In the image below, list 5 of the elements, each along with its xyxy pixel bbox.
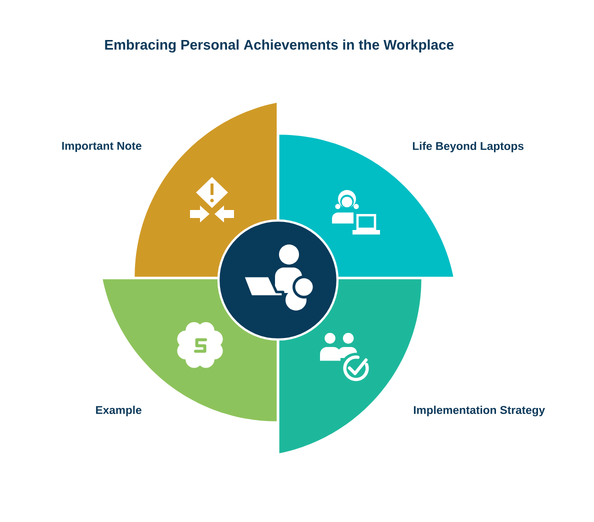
- sector-heading: Example: [96, 406, 142, 416]
- sector-heading: Life Beyond Laptops: [412, 142, 524, 152]
- sector-heading: Important Note: [62, 142, 142, 152]
- sector-heading: Implementation Strategy: [414, 406, 545, 416]
- title: Embracing Personal Achievements in the Workplace: [105, 39, 454, 53]
